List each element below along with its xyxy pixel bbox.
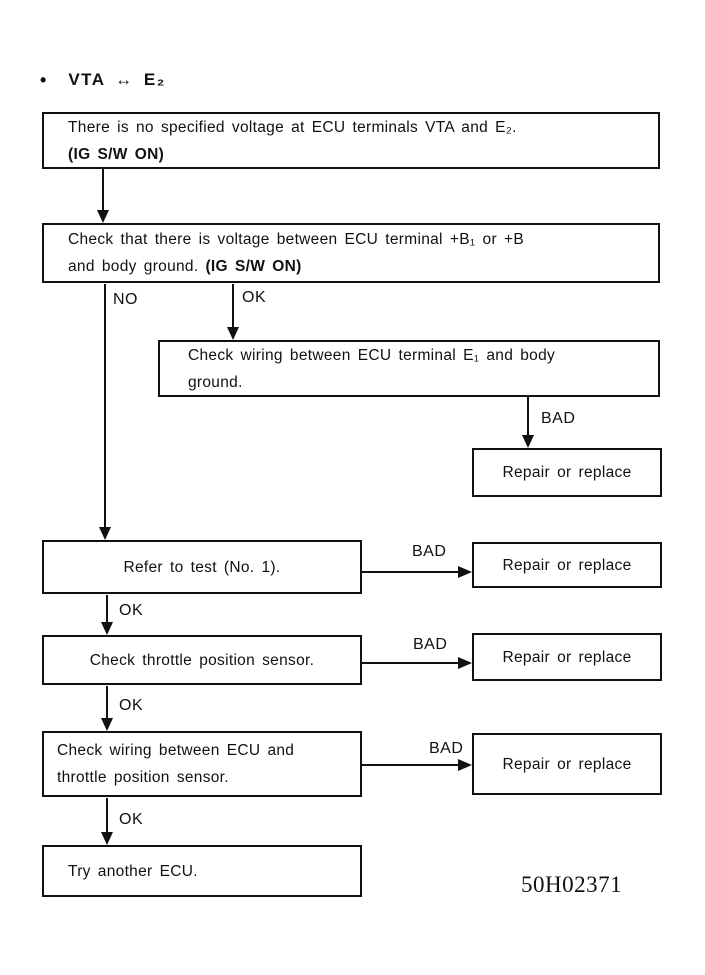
arrowhead-down-icon xyxy=(227,327,239,340)
connector-line xyxy=(106,686,108,722)
connector-line xyxy=(362,662,460,664)
bullet-icon: • xyxy=(40,70,47,90)
connector-line xyxy=(527,397,529,438)
edge-label-ok: OK xyxy=(119,697,144,714)
connector-line xyxy=(362,571,460,573)
arrowhead-down-icon xyxy=(97,210,109,223)
arrowhead-right-icon xyxy=(458,657,472,669)
node-text-line: Check wiring between ECU terminal E₁ and… xyxy=(188,346,556,364)
arrowhead-down-icon xyxy=(99,527,111,540)
node-repair-or-replace-3: Repair or replace xyxy=(472,633,662,681)
connector-line xyxy=(102,169,104,213)
node-text-part: and body ground. xyxy=(68,258,199,275)
connector-line xyxy=(106,798,108,834)
edge-label-ok: OK xyxy=(119,602,144,619)
node-text-line: Refer to test (No. 1). xyxy=(123,558,281,576)
node-text-line: Repair or replace xyxy=(502,464,632,481)
arrowhead-right-icon xyxy=(458,759,472,771)
node-text-line: throttle position sensor. xyxy=(57,769,229,786)
title-text: VTA ↔ E₂ xyxy=(68,70,166,89)
node-try-another-ecu: Try another ECU. xyxy=(42,845,362,897)
node-check-voltage-b: Check that there is voltage between ECU … xyxy=(42,223,660,283)
node-text-line: Repair or replace xyxy=(502,556,632,574)
edge-label-bad: BAD xyxy=(412,543,447,560)
arrowhead-down-icon xyxy=(522,435,534,448)
node-text-line: Try another ECU. xyxy=(68,862,198,880)
connector-line xyxy=(232,284,234,330)
node-no-specified-voltage: There is no specified voltage at ECU ter… xyxy=(42,112,660,169)
node-check-throttle-sensor: Check throttle position sensor. xyxy=(42,635,362,685)
node-check-wiring-sensor: Check wiring between ECU and throttle po… xyxy=(42,731,362,797)
node-text-line: Check throttle position sensor. xyxy=(89,651,315,669)
edge-label-ok: OK xyxy=(119,811,144,828)
edge-label-bad: BAD xyxy=(541,410,576,427)
edge-label-bad: BAD xyxy=(413,636,448,653)
node-text-line: Repair or replace xyxy=(502,648,632,666)
node-text-line-bold: (IG S/W ON) xyxy=(68,145,165,163)
connector-line xyxy=(106,595,108,625)
edge-label-no: NO xyxy=(113,291,138,308)
arrowhead-right-icon xyxy=(458,566,472,578)
node-text-line: Repair or replace xyxy=(502,755,632,773)
node-text-line: and body ground. (IG S/W ON) xyxy=(68,253,648,280)
node-refer-to-test: Refer to test (No. 1). xyxy=(42,540,362,594)
node-text-line: Check that there is voltage between ECU … xyxy=(68,231,525,248)
node-repair-or-replace-1: Repair or replace xyxy=(472,448,662,497)
node-text-line: ground. xyxy=(188,373,243,391)
node-text-line: There is no specified voltage at ECU ter… xyxy=(68,118,517,136)
arrowhead-down-icon xyxy=(101,622,113,635)
node-text-line: Check wiring between ECU and xyxy=(57,742,295,759)
node-repair-or-replace-4: Repair or replace xyxy=(472,733,662,795)
node-repair-or-replace-2: Repair or replace xyxy=(472,542,662,588)
arrowhead-down-icon xyxy=(101,832,113,845)
node-check-wiring-e1: Check wiring between ECU terminal E₁ and… xyxy=(158,340,660,397)
figure-code: 50H02371 xyxy=(521,872,623,897)
diagram-title: • VTA ↔ E₂ xyxy=(40,70,166,90)
connector-line xyxy=(362,764,460,766)
arrowhead-down-icon xyxy=(101,718,113,731)
edge-label-ok: OK xyxy=(242,289,267,306)
edge-label-bad: BAD xyxy=(429,740,464,757)
connector-line xyxy=(104,284,106,530)
node-text-part-bold: (IG S/W ON) xyxy=(205,258,302,275)
